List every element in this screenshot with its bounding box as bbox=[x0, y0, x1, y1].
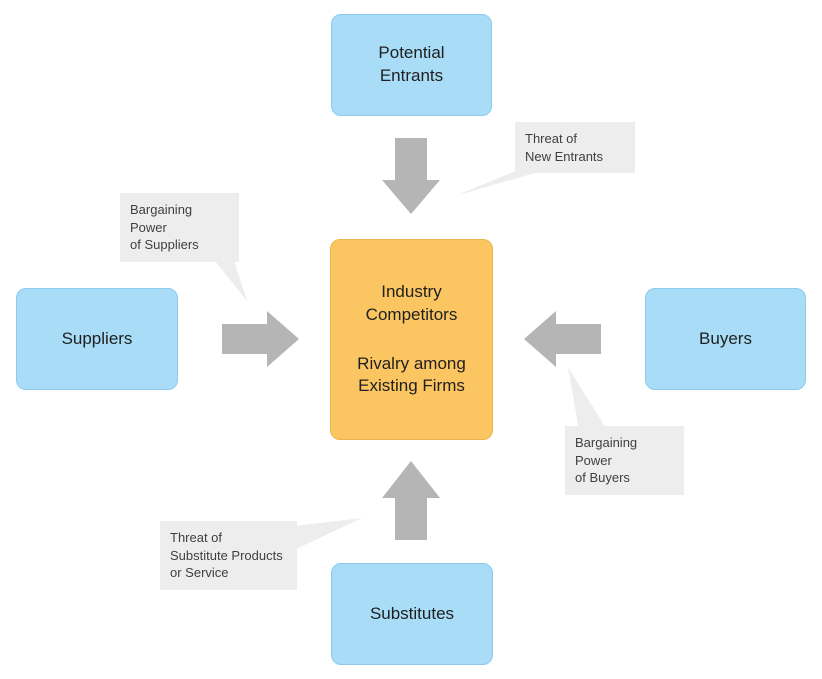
node-buyers: Buyers bbox=[645, 288, 806, 390]
node-industry-competitors: Industry Competitors Rivalry among Exist… bbox=[330, 239, 493, 440]
node-suppliers: Suppliers bbox=[16, 288, 178, 390]
callout-threat-of-new-entrants: Threat of New Entrants bbox=[515, 122, 635, 174]
node-potential-entrants: Potential Entrants bbox=[331, 14, 492, 116]
arrow-right-icon bbox=[222, 311, 299, 367]
callout-bargaining-power-of-suppliers: Bargaining Power of Suppliers bbox=[120, 193, 239, 262]
node-substitutes: Substitutes bbox=[331, 563, 493, 665]
industry-competitors-title: Industry Competitors bbox=[365, 281, 458, 324]
arrow-down-icon bbox=[382, 138, 440, 214]
callout-threat-of-substitutes: Threat of Substitute Products or Service bbox=[160, 521, 297, 590]
callout-tail-buyers-power bbox=[568, 367, 607, 430]
callout-bargaining-power-of-buyers: Bargaining Power of Buyers bbox=[565, 426, 684, 495]
arrow-up-icon bbox=[382, 461, 440, 540]
callout-tail-substitutes-threat bbox=[294, 518, 362, 550]
arrow-left-icon bbox=[524, 311, 601, 367]
industry-competitors-subtitle: Rivalry among Existing Firms bbox=[357, 353, 466, 396]
